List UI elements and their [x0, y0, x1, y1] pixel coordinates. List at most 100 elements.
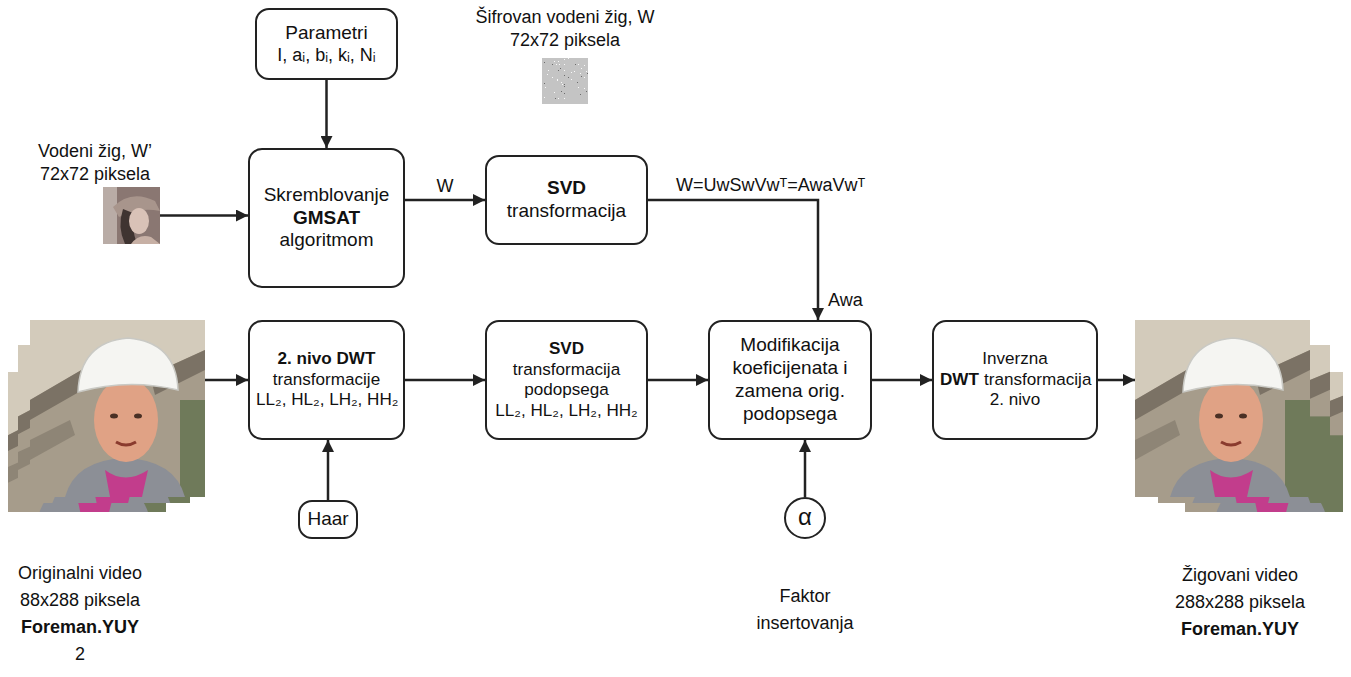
node-text: Parametri — [285, 22, 367, 43]
process-box: InverznaDWT transformacija2. nivo — [932, 320, 1098, 440]
process-box: 2. nivo DWT transformacijeLL₂, HL₂, LH₂, … — [248, 320, 405, 440]
text-line: Žigovani video 288x288 piksela — [1155, 562, 1325, 616]
scrambled-watermark — [542, 58, 588, 104]
box-content: SVDtransformacija — [493, 177, 640, 223]
connector-arrow — [804, 440, 807, 497]
node-text: transformacije — [273, 370, 380, 389]
text-line: Faktor insertovanja — [735, 583, 875, 637]
node-text: SVD — [549, 339, 584, 358]
text-line: Haar — [304, 508, 352, 531]
connector-arrow — [327, 440, 330, 500]
video-node: Žigovani video 288x288 pikselaForeman.YU… — [1130, 318, 1345, 648]
text-line: Originalni video 88x288 piksela — [0, 560, 160, 614]
connector-arrow — [405, 199, 485, 202]
connector-arrow — [1098, 379, 1135, 382]
box-content: ParametriI, aᵢ, bᵢ, kᵢ, Nᵢ — [263, 22, 390, 66]
signal-label: Awa — [826, 290, 865, 312]
image-frame — [1135, 320, 1310, 497]
text-line: transformacija — [493, 200, 640, 223]
connector-arrow — [325, 80, 328, 148]
text-line: Šifrovan vodeni žig, W 72x72 piksela — [460, 6, 670, 52]
process-box: SVD transformacija podopsegaLL₂, HL₂, LH₂… — [485, 320, 648, 440]
node-text: Originalni video 88x288 piksela — [18, 563, 142, 610]
node-text: LL₂, HL₂, LH₂, HH₂ — [495, 401, 637, 420]
image-frame — [103, 187, 160, 244]
text-line: transformacija podopsega — [493, 360, 640, 401]
node-text: transformacija — [984, 370, 1091, 389]
node-text: algoritmom — [280, 229, 374, 250]
video-frame — [30, 320, 205, 497]
process-box: SVDtransformacija — [485, 155, 648, 245]
image-frame — [542, 58, 588, 104]
edge-label: W=UwSwVwᵀ=AwaVwᵀ — [674, 175, 867, 197]
node-text: transformacija podopsega — [513, 360, 620, 400]
text-line: LL₂, HL₂, LH₂, HH₂ — [256, 390, 397, 411]
node-text: Foreman.YUY — [21, 617, 139, 637]
circle-outline: α — [784, 497, 826, 539]
text-line: LL₂, HL₂, LH₂, HH₂ — [493, 401, 640, 422]
box-content: InverznaDWT transformacija2. nivo — [940, 349, 1090, 411]
text-line: 2. nivo — [940, 390, 1090, 411]
text-line: DWT transformacija — [940, 370, 1090, 391]
text-line: α — [798, 504, 812, 533]
connector-arrow — [648, 379, 708, 382]
text-line: Parametri — [263, 22, 390, 45]
text-line: Vodeni žig, W’ 72x72 piksela — [20, 140, 170, 186]
process-box: Modifikacija koeficijenata i zamena orig… — [708, 320, 872, 440]
node-text: α — [798, 503, 812, 530]
node-text: Žigovani video 288x288 piksela — [1175, 565, 1305, 612]
node-text: Vodeni žig, W’ 72x72 piksela — [38, 141, 152, 184]
node-text: transformacija — [507, 200, 626, 221]
node-text: DWT — [940, 370, 979, 389]
node-text: Skremblovanje — [264, 184, 390, 205]
node-text: 2. nivo — [990, 390, 1040, 409]
node-text: Faktor insertovanja — [756, 586, 853, 633]
caption: Originalni video 88x288 pikselaForeman.Y… — [0, 560, 160, 668]
text-line: Inverzna — [940, 349, 1090, 370]
text-line: 2 — [0, 641, 160, 668]
box-content: Haar — [304, 508, 352, 531]
image-node: Vodeni žig, W’ 72x72 piksela — [20, 140, 170, 246]
connector-arrow — [405, 379, 485, 382]
text-line: SVD — [493, 339, 640, 360]
box-content: 2. nivo DWT transformacijeLL₂, HL₂, LH₂, … — [256, 349, 397, 411]
node-text: Haar — [307, 508, 348, 529]
node-text: Modifikacija koeficijenata i zamena orig… — [732, 334, 847, 423]
node-text: I, aᵢ, bᵢ, kᵢ, Nᵢ — [277, 45, 375, 65]
node-text: Inverzna — [982, 349, 1048, 368]
node-text: SVD — [547, 177, 586, 198]
text-line: transformacije — [256, 370, 397, 391]
video-frame — [1135, 320, 1310, 497]
text-line: SVD — [493, 177, 640, 200]
text-line: I, aᵢ, bᵢ, kᵢ, Nᵢ — [263, 45, 390, 67]
image-frame — [30, 320, 205, 497]
node-text: GMSAT — [293, 207, 360, 228]
caption: Žigovani video 288x288 pikselaForeman.YU… — [1155, 562, 1325, 643]
image-node: Šifrovan vodeni žig, W 72x72 piksela — [460, 6, 670, 106]
text-line: Foreman.YUY — [0, 614, 160, 641]
node-text: 2 — [75, 644, 85, 664]
process-box: SkremblovanjeGMSATalgoritmom — [248, 148, 405, 288]
text-line: GMSAT — [256, 207, 397, 230]
box-content: SkremblovanjeGMSATalgoritmom — [256, 184, 397, 252]
connector-arrow — [160, 214, 248, 217]
text-line: Modifikacija koeficijenata i zamena orig… — [716, 334, 864, 425]
caption: Vodeni žig, W’ 72x72 piksela — [20, 140, 170, 186]
node-text: 2. nivo DWT — [278, 349, 376, 368]
watermark-image — [103, 187, 160, 244]
wavelet-box: Haar — [298, 500, 358, 539]
text-line: algoritmom — [256, 229, 397, 252]
caption: Šifrovan vodeni žig, W 72x72 piksela — [460, 6, 670, 52]
node-text: Šifrovan vodeni žig, W 72x72 piksela — [475, 7, 654, 50]
node-text: Foreman.YUY — [1181, 619, 1299, 639]
connector-arrow — [872, 379, 932, 382]
connector-arrow — [648, 200, 818, 320]
text-line: Foreman.YUY — [1155, 616, 1325, 643]
box-content: Modifikacija koeficijenata i zamena orig… — [716, 334, 864, 425]
edge-label: W — [435, 176, 456, 198]
video-node: Originalni video 88x288 pikselaForeman.Y… — [0, 318, 215, 668]
text-line: Skremblovanje — [256, 184, 397, 207]
